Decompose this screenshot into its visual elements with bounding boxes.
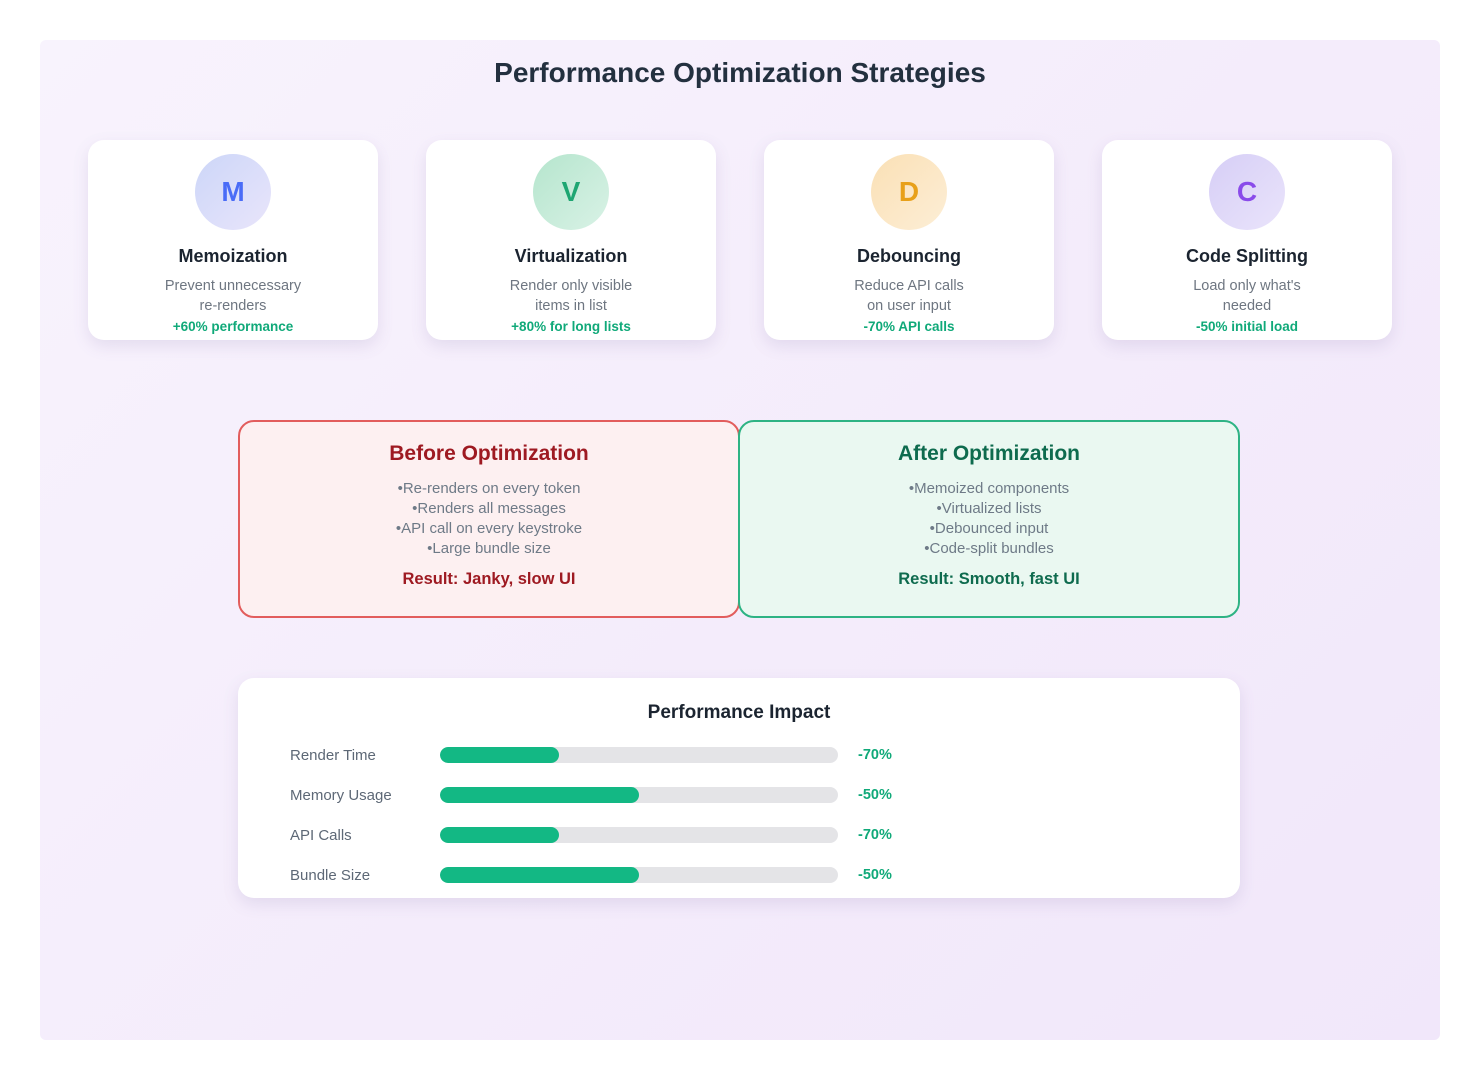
after-title: After Optimization [898, 442, 1080, 465]
memoization-letter: M [221, 176, 245, 207]
card-title: Debouncing [857, 246, 961, 266]
bar-fill [440, 787, 639, 803]
card-title: Code Splitting [1186, 246, 1308, 266]
card-description-line: on user input [867, 298, 951, 314]
bar-label: Bundle Size [290, 866, 371, 884]
before-optimization-box: Before Optimization Re-renders on every … [238, 420, 740, 618]
debouncing-letter: D [898, 176, 920, 207]
comparison-row: Before Optimization Re-renders on every … [238, 420, 1240, 618]
performance-impact-card: Performance Impact Render Time -70% Memo… [238, 678, 1240, 898]
card-virtualization: V Virtualization Render only visible ite… [426, 140, 716, 340]
bar-label: Memory Usage [290, 786, 392, 804]
bar-label: API Calls [290, 826, 352, 844]
card-stat: -70% API calls [863, 319, 955, 334]
card-stat: -50% initial load [1195, 319, 1299, 334]
bar-row-bundle-size: Bundle Size -50% [238, 855, 1240, 895]
card-stat: +60% performance [172, 319, 294, 334]
virtualization-letter-icon: V [533, 154, 609, 230]
card-description-line: Load only what's [1193, 278, 1301, 294]
bar-value: -70% [858, 827, 892, 843]
strategy-cards-row: M Memoization Prevent unnecessary re-ren… [88, 140, 1392, 340]
card-title: Memoization [178, 246, 288, 266]
after-optimization-box: After Optimization Memoized components V… [738, 420, 1240, 618]
before-item: Large bundle size [240, 539, 738, 559]
before-item: Renders all messages [240, 499, 738, 519]
card-memoization: M Memoization Prevent unnecessary re-ren… [88, 140, 378, 340]
before-item: API call on every keystroke [240, 519, 738, 539]
code-splitting-letter-icon: C [1209, 154, 1285, 230]
card-title: Virtualization [514, 246, 628, 266]
bar-row-memory-usage: Memory Usage -50% [238, 775, 1240, 815]
bar-label: Render Time [290, 746, 376, 764]
bar-row-render-time: Render Time -70% [238, 735, 1240, 775]
before-items: Re-renders on every token Renders all me… [240, 479, 738, 559]
bar-fill [440, 827, 560, 843]
page-title: Performance Optimization Strategies [494, 57, 986, 88]
bar-fill [440, 867, 639, 883]
before-title: Before Optimization [389, 442, 589, 465]
main-panel: Performance Optimization Strategies M Me… [40, 40, 1440, 1040]
card-description: Render only visible items in list [426, 276, 716, 316]
bar-value: -70% [858, 747, 892, 763]
bar-fill [440, 747, 560, 763]
debouncing-letter-icon: D [871, 154, 947, 230]
bar-row-api-calls: API Calls -70% [238, 815, 1240, 855]
card-description: Load only what's needed [1102, 276, 1392, 316]
card-description: Reduce API calls on user input [764, 276, 1054, 316]
bar-value: -50% [858, 787, 892, 803]
before-item: Re-renders on every token [240, 479, 738, 499]
after-item: Debounced input [740, 519, 1238, 539]
card-description-line: items in list [535, 298, 607, 314]
card-debouncing: D Debouncing Reduce API calls on user in… [764, 140, 1054, 340]
card-description-line: re-renders [199, 298, 267, 314]
card-stat: +80% for long lists [511, 319, 631, 334]
card-description: Prevent unnecessary re-renders [88, 276, 378, 316]
card-description-line: Prevent unnecessary [164, 278, 302, 294]
bar-value: -50% [858, 867, 892, 883]
card-description-line: Reduce API calls [854, 278, 964, 294]
bar-track [440, 827, 838, 843]
virtualization-letter: V [561, 176, 581, 207]
after-item: Code-split bundles [740, 539, 1238, 559]
bar-track [440, 867, 838, 883]
after-item: Virtualized lists [740, 499, 1238, 519]
card-description-line: needed [1222, 298, 1272, 314]
memoization-letter-icon: M [195, 154, 271, 230]
after-items: Memoized components Virtualized lists De… [740, 479, 1238, 559]
card-code-splitting: C Code Splitting Load only what's needed… [1102, 140, 1392, 340]
after-result: Result: Smooth, fast UI [898, 570, 1080, 588]
bar-track [440, 747, 838, 763]
before-result: Result: Janky, slow UI [402, 570, 576, 588]
code-splitting-letter: C [1236, 176, 1258, 207]
after-item: Memoized components [740, 479, 1238, 499]
card-description-line: Render only visible [509, 278, 633, 294]
impact-bars: Render Time -70% Memory Usage -50% API C… [238, 735, 1240, 895]
impact-title: Performance Impact [647, 702, 831, 723]
bar-track [440, 787, 838, 803]
